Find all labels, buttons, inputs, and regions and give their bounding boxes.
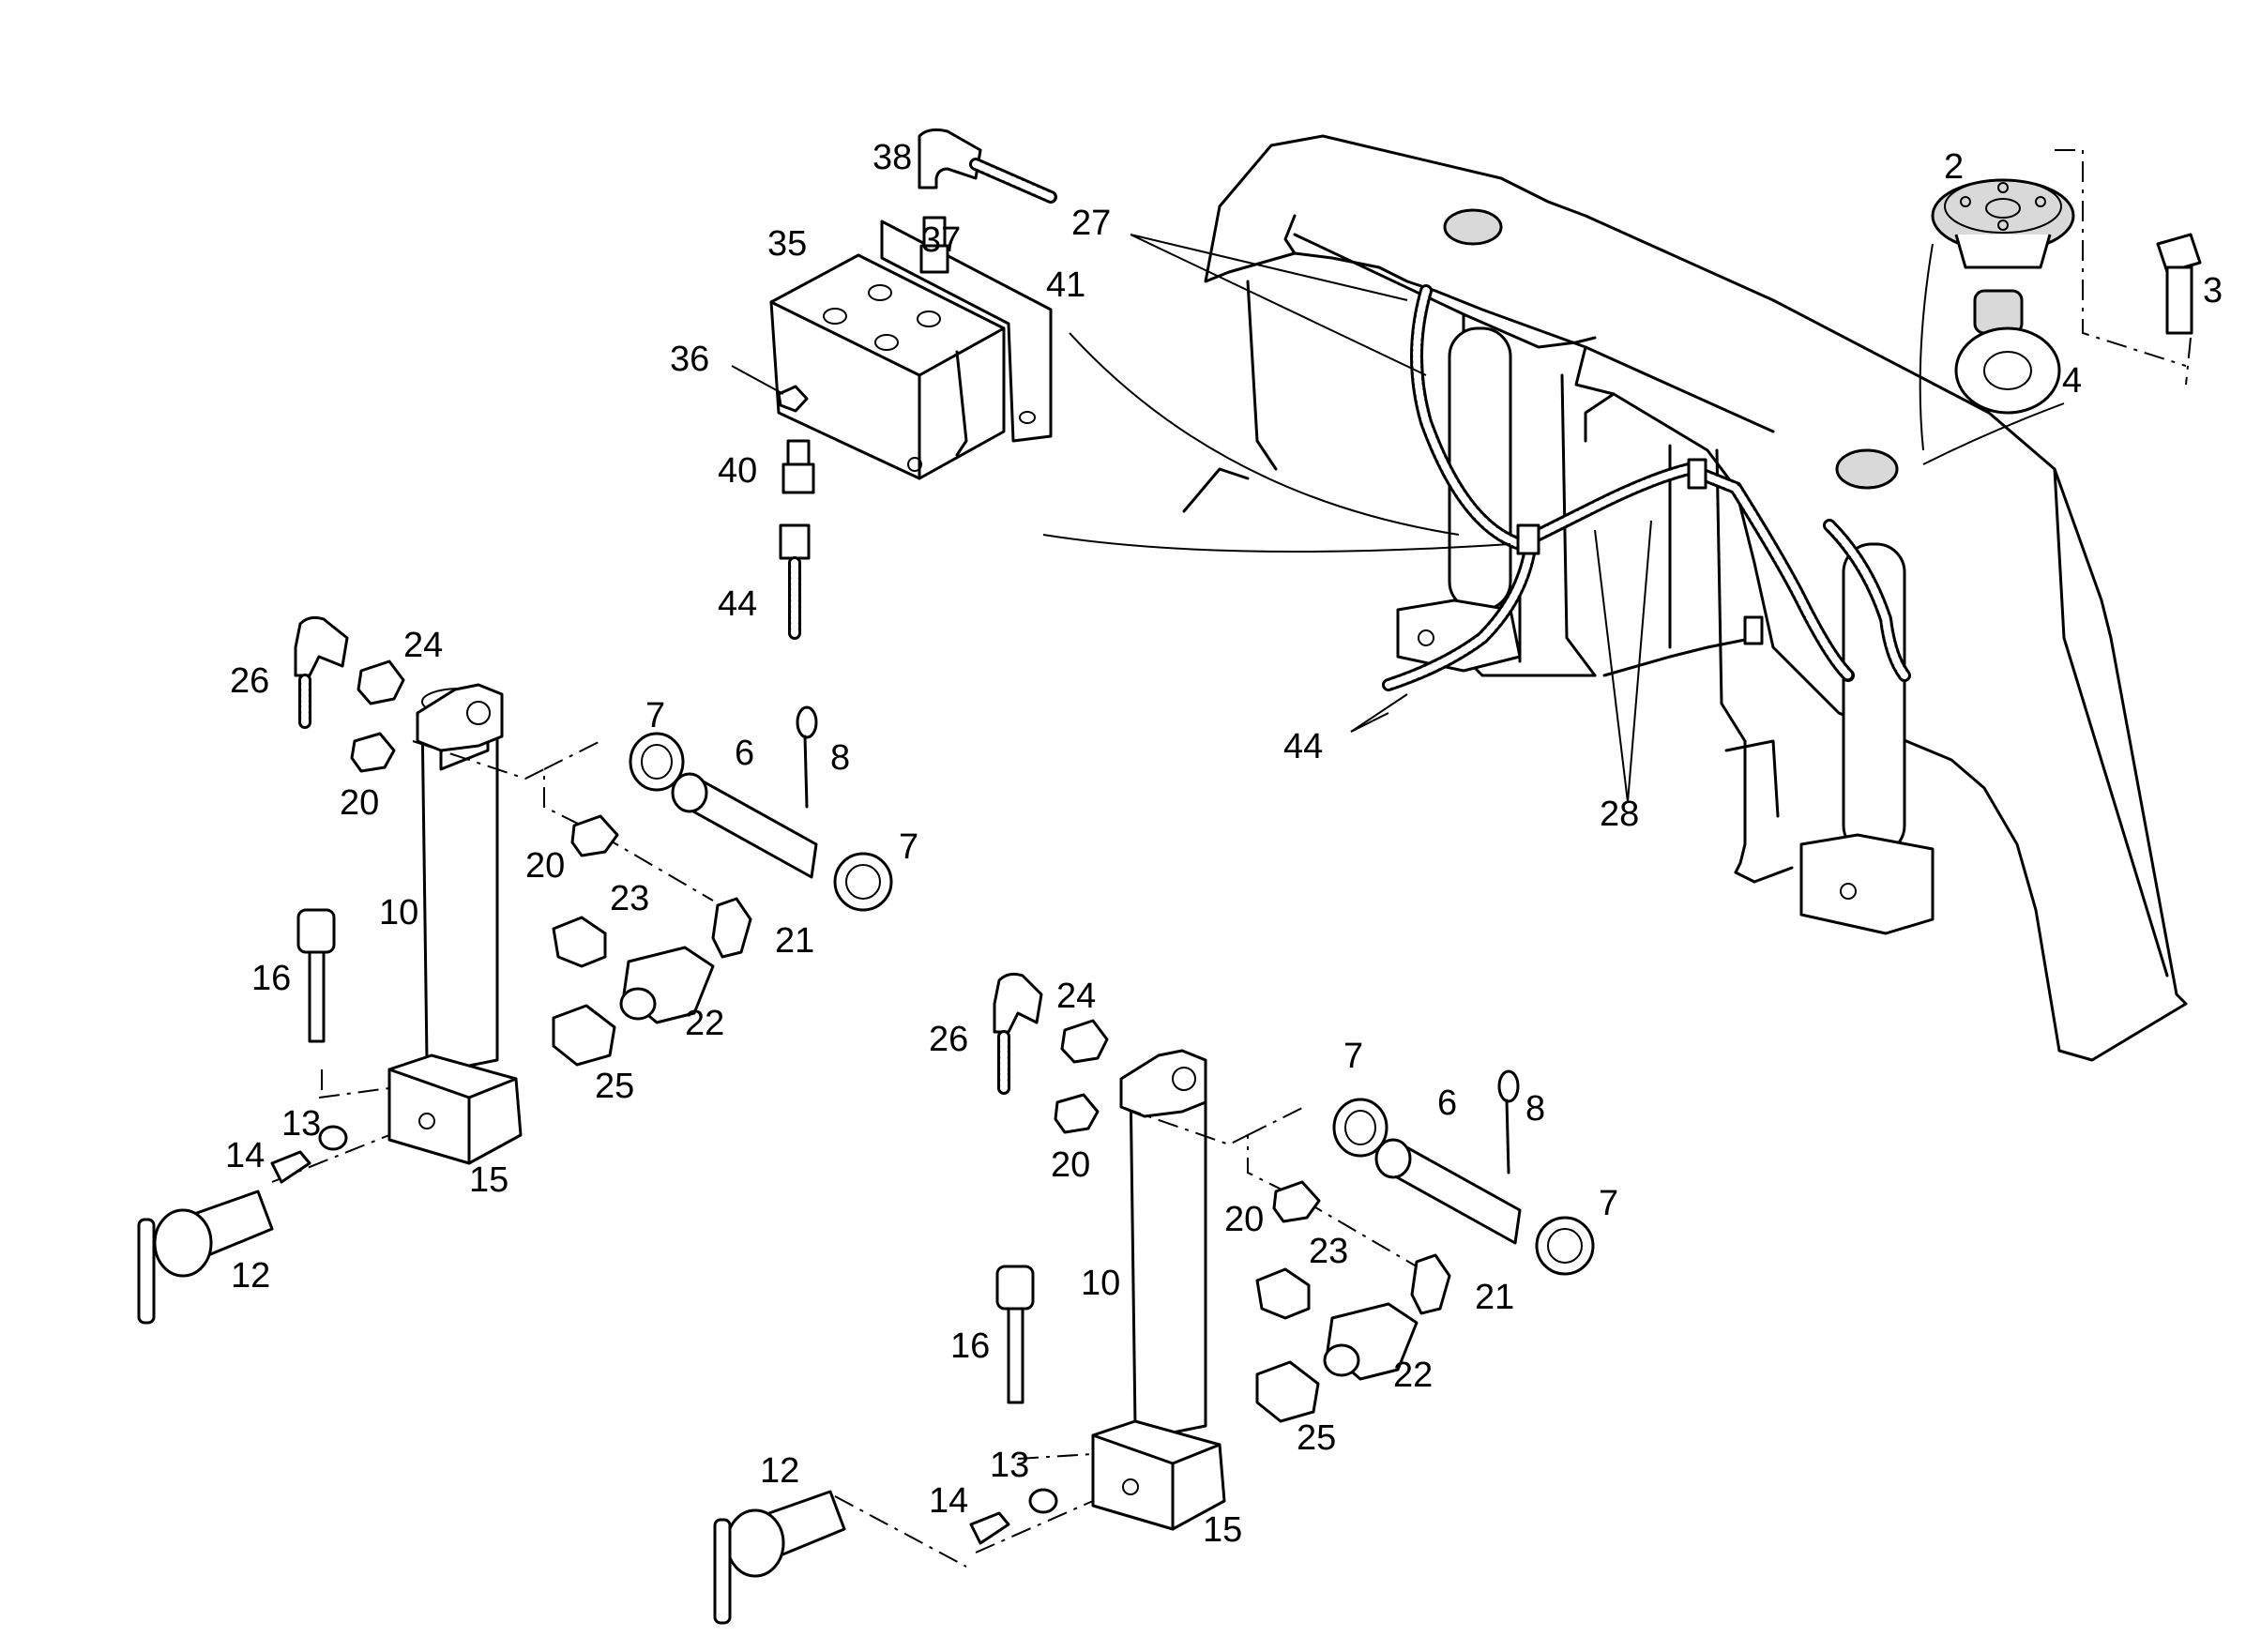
callout-label-44: 44 <box>1283 727 1323 766</box>
callout-label-41: 41 <box>1046 265 1085 305</box>
callout-label-44: 44 <box>718 584 757 624</box>
callout-label-15: 15 <box>469 1160 508 1200</box>
callout-label-12: 12 <box>231 1256 270 1296</box>
callout-label-7: 7 <box>899 827 918 867</box>
callout-label-25: 25 <box>595 1067 634 1106</box>
callout-label-22: 22 <box>685 1004 724 1043</box>
callout-label-16: 16 <box>950 1326 990 1366</box>
callout-label-38: 38 <box>873 138 912 177</box>
callout-label-21: 21 <box>1475 1278 1514 1317</box>
callout-label-13: 13 <box>990 1446 1029 1485</box>
callout-label-10: 10 <box>379 893 418 932</box>
callout-label-37: 37 <box>921 220 961 260</box>
callout-label-6: 6 <box>1437 1084 1457 1123</box>
callout-label-7: 7 <box>1343 1037 1363 1076</box>
callout-label-26: 26 <box>230 661 269 701</box>
callout-label-20: 20 <box>340 783 379 823</box>
callout-label-26: 26 <box>929 1020 968 1059</box>
callout-label-35: 35 <box>767 224 807 264</box>
callout-label-10: 10 <box>1081 1264 1120 1303</box>
callout-label-20: 20 <box>1051 1145 1090 1185</box>
callout-label-8: 8 <box>830 738 850 778</box>
callout-label-20: 20 <box>525 846 565 886</box>
callout-label-24: 24 <box>1056 977 1096 1016</box>
callout-label-27: 27 <box>1071 204 1111 243</box>
callout-label-7: 7 <box>645 696 665 735</box>
callout-label-4: 4 <box>2062 361 2082 401</box>
callout-label-7: 7 <box>1599 1184 1618 1223</box>
left-cylinder-assembly <box>137 615 893 1325</box>
callout-label-3: 3 <box>2203 271 2223 311</box>
callout-label-14: 14 <box>929 1481 968 1521</box>
callout-label-6: 6 <box>735 734 754 773</box>
distribution-block <box>731 128 1057 640</box>
callout-label-22: 22 <box>1393 1356 1433 1395</box>
callout-label-20: 20 <box>1224 1200 1264 1239</box>
callout-label-2: 2 <box>1944 147 1964 187</box>
flange-assembly <box>1919 149 2202 465</box>
callout-label-14: 14 <box>225 1136 265 1175</box>
callout-label-23: 23 <box>1309 1232 1348 1271</box>
callout-label-16: 16 <box>251 959 291 998</box>
callout-label-28: 28 <box>1600 795 1639 834</box>
callout-label-12: 12 <box>760 1451 799 1491</box>
callout-label-40: 40 <box>718 451 757 491</box>
callout-label-24: 24 <box>403 626 443 665</box>
callout-label-36: 36 <box>670 340 709 379</box>
callout-label-23: 23 <box>610 879 649 918</box>
callout-label-21: 21 <box>775 921 814 961</box>
callout-label-8: 8 <box>1525 1089 1545 1129</box>
callout-label-25: 25 <box>1297 1418 1336 1458</box>
callout-label-15: 15 <box>1203 1510 1242 1550</box>
right-cylinder-assembly <box>713 972 1595 1625</box>
main-frame <box>1042 134 2188 1062</box>
callout-label-13: 13 <box>281 1104 321 1144</box>
